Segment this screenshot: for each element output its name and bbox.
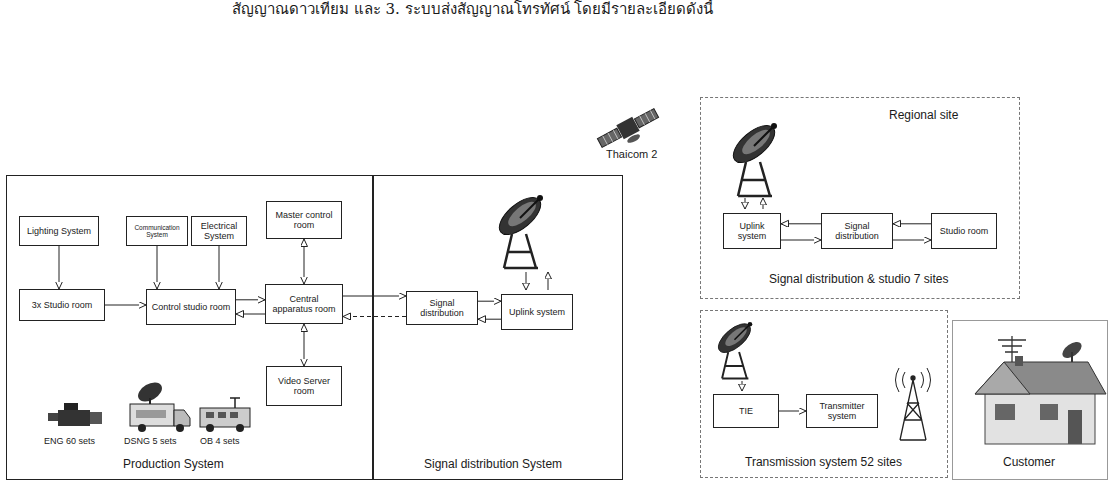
box-label: Control studio room <box>152 302 231 312</box>
process-box: TIE <box>713 394 779 428</box>
process-box: Uplink system <box>723 213 781 249</box>
signal-arrow <box>478 319 501 320</box>
box-label: 3x Studio room <box>32 300 93 310</box>
signal-arrow <box>157 246 158 289</box>
group-title: Signal distribution & studio 7 sites <box>767 272 950 286</box>
room-box: Master control room <box>266 201 342 239</box>
group-title: Regional site <box>887 108 960 122</box>
system-box: Lighting System <box>19 216 99 246</box>
eng-camera <box>48 403 102 426</box>
satellite-label: Thaicom 2 <box>606 148 657 161</box>
system-box: Communication System <box>126 216 188 246</box>
system-panel: Production System Lighting System Communic… <box>6 175 373 480</box>
regional-dish <box>727 119 781 209</box>
signal-arrow <box>304 239 305 284</box>
box-label: Electrical System <box>196 221 242 242</box>
box-label: Signal distribution <box>826 221 888 242</box>
signal-arrow <box>343 296 406 297</box>
signal-arrow <box>219 246 220 289</box>
group-title: Transmission system 52 sites <box>743 455 904 469</box>
signal-arrow <box>105 305 146 306</box>
signal-arrow <box>478 301 501 302</box>
site-region: Transmission system 52 sites TIE Transmitt… <box>700 310 948 478</box>
box-label: Lighting System <box>27 226 91 236</box>
box-label: Studio room <box>940 226 989 236</box>
box-label: Central apparatus room <box>270 294 338 315</box>
page-heading: สัญญาณดาวเทียม และ 3. ระบบส่งสัญญาณโทรทั… <box>232 0 713 18</box>
equipment-count: OB 4 sets <box>200 436 240 447</box>
signal-arrow <box>893 223 931 224</box>
signal-arrow <box>59 246 60 289</box>
room-box: Central apparatus room <box>265 284 343 324</box>
signal-arrow <box>236 299 265 300</box>
room-box: Studio room <box>931 213 997 249</box>
uplink-dish <box>493 191 548 290</box>
signal-arrow <box>343 316 406 317</box>
box-label: Signal distribution <box>411 298 473 319</box>
room-box: 3x Studio room <box>19 289 105 321</box>
signal-arrow <box>304 324 305 366</box>
customer-house <box>975 336 1106 444</box>
ob-van <box>200 398 250 432</box>
group-title: Signal distribution System <box>422 457 564 471</box>
box-label: Communication System <box>131 224 183 239</box>
box-label: Uplink system <box>728 221 776 242</box>
system-box: Electrical System <box>191 216 247 246</box>
signal-arrow <box>781 240 821 241</box>
process-box: Uplink system <box>501 294 573 330</box>
group-title: Customer <box>1001 455 1057 469</box>
room-box: Control studio room <box>146 289 236 325</box>
signal-arrow <box>779 411 806 412</box>
system-panel: Signal distribution System Signal distrib… <box>373 175 623 480</box>
receive-dish <box>714 319 756 391</box>
signal-arrow <box>781 223 821 224</box>
room-box: Video Server room <box>266 366 342 406</box>
box-label: TIE <box>739 406 753 416</box>
box-label: Uplink system <box>509 307 565 317</box>
box-label: Video Server room <box>271 376 337 397</box>
box-label: Master control room <box>271 210 337 231</box>
site-region: Regional siteSignal distribution & studi… <box>700 97 1020 299</box>
signal-arrow <box>893 240 931 241</box>
transmitter-tower <box>896 368 931 440</box>
customer-panel: Customer <box>952 320 1108 480</box>
process-box: Transmitter system <box>806 394 878 428</box>
dsng-truck <box>130 379 190 432</box>
process-box: Signal distribution <box>821 213 893 249</box>
group-title: Production System <box>121 457 226 471</box>
process-box: Signal distribution <box>406 291 478 325</box>
signal-arrow <box>236 314 265 315</box>
equipment-count: DSNG 5 sets <box>124 436 177 447</box>
equipment-count: ENG 60 sets <box>44 436 95 447</box>
box-label: Transmitter system <box>811 401 873 422</box>
